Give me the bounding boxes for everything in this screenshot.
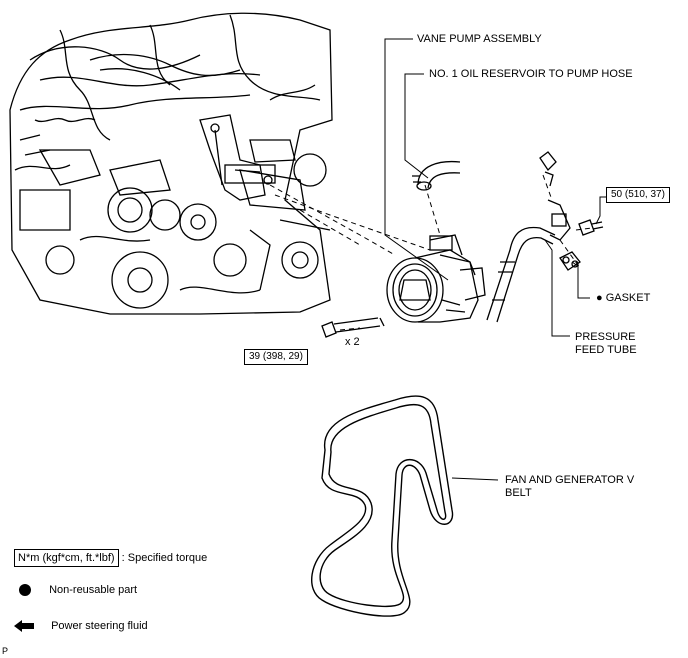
vane-pump-drawing bbox=[386, 234, 486, 323]
pressure-feed-tube-label-line1: PRESSURE bbox=[575, 331, 636, 343]
pump-bolt-drawing bbox=[321, 317, 385, 338]
v-belt-label: FAN AND GENERATOR V BELT bbox=[505, 474, 634, 500]
legend-fluid-text: Power steering fluid bbox=[51, 620, 148, 632]
legend-torque: N*m (kgf*cm, ft.*lbf) : Specified torque bbox=[14, 549, 207, 567]
bolt-quantity-label: x 2 bbox=[345, 336, 360, 348]
v-belt-label-line2: BELT bbox=[505, 487, 532, 499]
fluid-arrow-icon bbox=[14, 620, 34, 633]
nonreusable-dot-icon bbox=[19, 584, 31, 597]
pressure-feed-tube-drawing bbox=[486, 151, 571, 323]
gasket-label: ● GASKET bbox=[596, 292, 651, 304]
oil-reservoir-hose-label: NO. 1 OIL RESERVOIR TO PUMP HOSE bbox=[429, 68, 633, 80]
legend-torque-box: N*m (kgf*cm, ft.*lbf) bbox=[14, 549, 119, 567]
assembly-guide-lines bbox=[269, 174, 593, 331]
corner-code: P bbox=[2, 646, 9, 656]
legend-fluid: Power steering fluid bbox=[14, 620, 148, 633]
v-belt-drawing bbox=[311, 395, 454, 617]
engine-block-drawing bbox=[9, 12, 333, 315]
legend-nonreusable-text: Non-reusable part bbox=[49, 584, 138, 596]
legend-nonreusable: Non-reusable part bbox=[19, 584, 137, 597]
union-bolt-drawing bbox=[578, 219, 604, 236]
pressure-feed-tube-label: PRESSURE FEED TUBE bbox=[575, 331, 637, 357]
gasket-drawing bbox=[559, 251, 581, 271]
pressure-feed-tube-label-line2: FEED TUBE bbox=[575, 344, 637, 356]
leader-lines bbox=[384, 38, 606, 481]
reservoir-hose-drawing bbox=[412, 160, 461, 191]
v-belt-label-line1: FAN AND GENERATOR V bbox=[505, 474, 635, 486]
union-bolt-torque-box: 50 (510, 37) bbox=[606, 187, 670, 203]
legend-torque-description: : Specified torque bbox=[121, 552, 208, 564]
vane-pump-assembly-label: VANE PUMP ASSEMBLY bbox=[417, 33, 542, 45]
pump-bolt-torque-box: 39 (398, 29) bbox=[244, 349, 308, 365]
